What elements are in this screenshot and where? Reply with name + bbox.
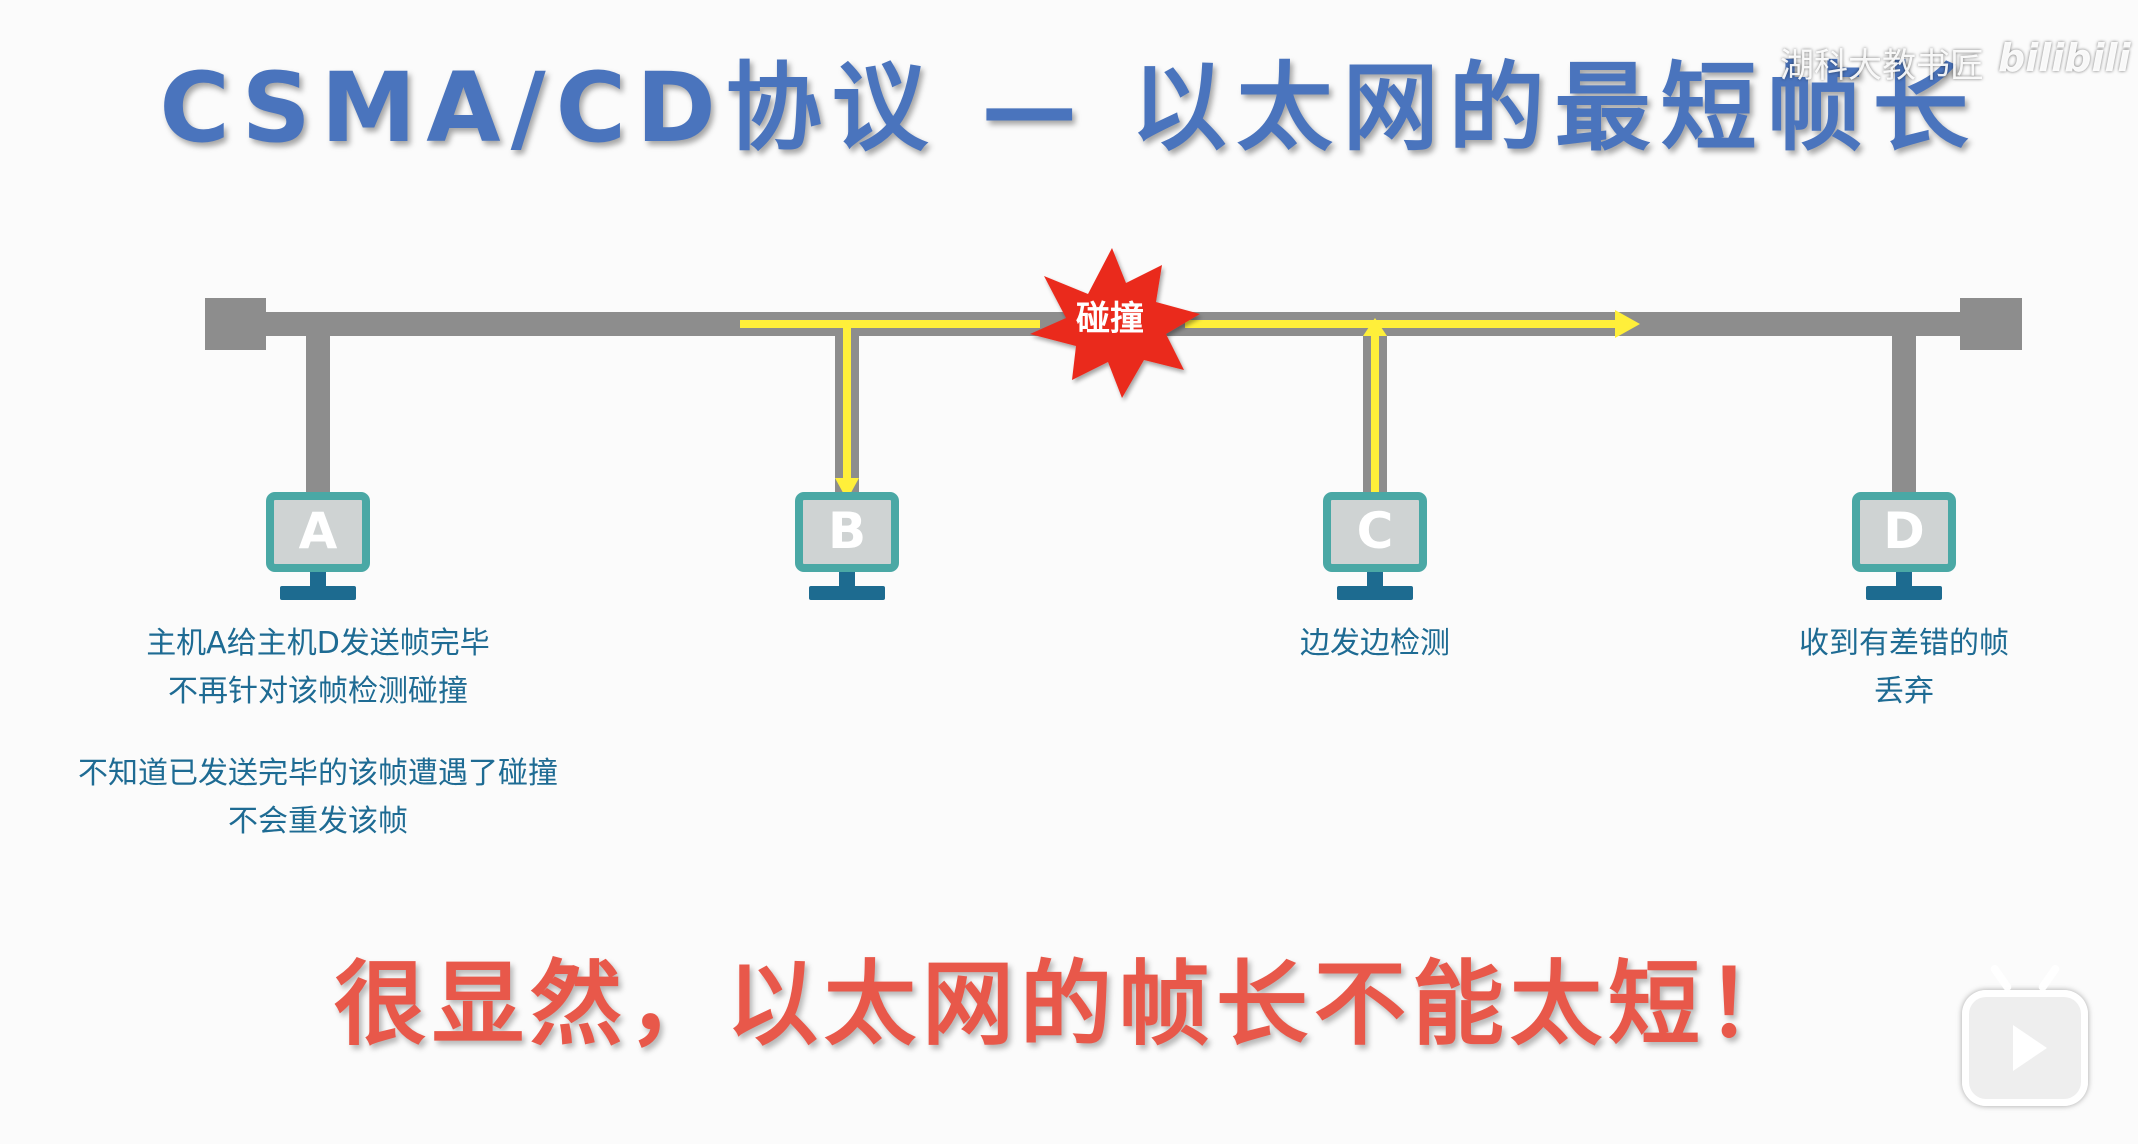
monitor-a-base [280, 586, 356, 600]
monitor-d-icon [1852, 492, 1956, 572]
caption-host-c: 边发边检测 [1255, 620, 1495, 668]
caption-host-a-note: 不知道已发送完毕的该帧遭遇了碰撞 不会重发该帧 [58, 750, 578, 846]
host-b-letter: B [828, 502, 866, 560]
caption-c-line1: 边发边检测 [1300, 626, 1450, 661]
host-b: B [795, 492, 899, 600]
monitor-d-neck [1896, 572, 1912, 586]
channel-watermark: 湖科大教书匠 [1780, 46, 1984, 86]
collision-burst: 碰撞 [1030, 248, 1200, 398]
host-c-letter: C [1357, 502, 1394, 560]
monitor-d-base [1866, 586, 1942, 600]
host-d: D [1852, 492, 1956, 600]
bus-terminator-left [205, 298, 266, 350]
play-icon [2013, 1025, 2047, 1071]
caption-host-a: 主机A给主机D发送帧完毕 不再针对该帧检测碰撞 [128, 620, 508, 716]
caption-a-line2: 不再针对该帧检测碰撞 [168, 674, 468, 709]
monitor-b-base [809, 586, 885, 600]
play-button[interactable] [1962, 990, 2088, 1106]
arrow-down-b-icon [835, 478, 859, 500]
slide-title: CSMA/CD协议 — 以太网的最短帧长 [159, 52, 1979, 164]
monitor-c-base [1337, 586, 1413, 600]
monitor-a-neck [310, 572, 326, 586]
drop-cable-d [1892, 336, 1916, 496]
monitor-c-neck [1367, 572, 1383, 586]
collision-burst-icon [1030, 248, 1200, 398]
bus-terminator-right [1960, 298, 2022, 350]
monitor-b-neck [839, 572, 855, 586]
bilibili-logo: bilibili [1998, 36, 2131, 80]
host-a-letter: A [299, 502, 338, 560]
caption-a-line1: 主机A给主机D发送帧完毕 [146, 626, 490, 661]
caption-host-d: 收到有差错的帧 丢弃 [1764, 620, 2044, 716]
monitor-a-icon [266, 492, 370, 572]
caption-a-line4: 不会重发该帧 [228, 804, 408, 839]
caption-d-line2: 丢弃 [1874, 674, 1934, 709]
host-d-letter: D [1883, 502, 1925, 560]
caption-d-line1: 收到有差错的帧 [1799, 626, 2009, 661]
host-c: C [1323, 492, 1427, 600]
monitor-c-icon [1323, 492, 1427, 572]
collision-label: 碰撞 [1076, 299, 1144, 339]
arrow-up-c-icon [1363, 318, 1387, 336]
signal-paths [740, 310, 1640, 500]
caption-a-line3: 不知道已发送完毕的该帧遭遇了碰撞 [78, 756, 558, 791]
host-a: A [266, 492, 370, 600]
drop-cable-a [306, 336, 330, 496]
monitor-b-icon [795, 492, 899, 572]
conclusion-text: 很显然，以太网的帧长不能太短！ [333, 951, 1804, 1058]
arrow-right-icon [1615, 310, 1640, 338]
